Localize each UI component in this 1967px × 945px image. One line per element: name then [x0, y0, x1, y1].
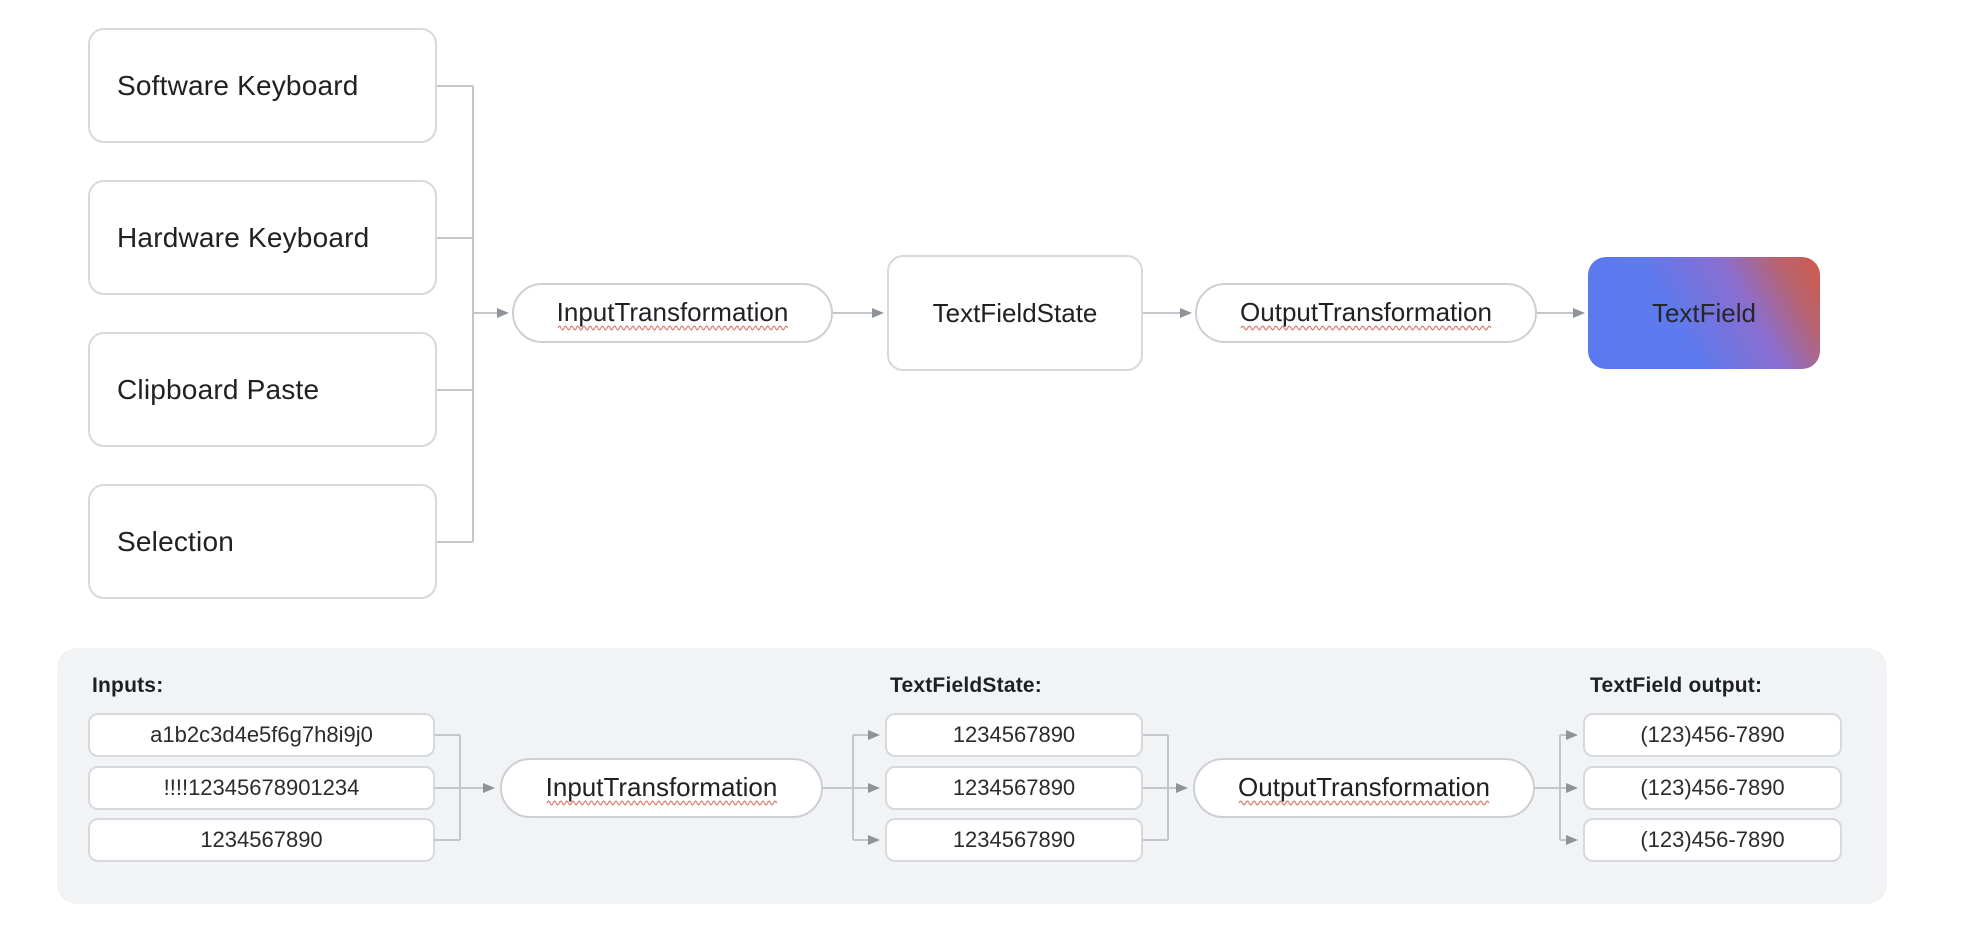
node-label: OutputTransformation — [1238, 772, 1490, 803]
spellcheck-squiggle-icon — [557, 325, 788, 331]
node-clipboard-paste: Clipboard Paste — [88, 332, 437, 447]
cell-text: !!!!12345678901234 — [163, 775, 360, 800]
spellcheck-squiggle-icon — [546, 800, 777, 806]
pill-label: OutputTransformation — [1238, 772, 1490, 806]
node-label: Clipboard Paste — [117, 373, 320, 405]
node-input-transformation: InputTransformation — [512, 283, 833, 343]
cell-text: 1234567890 — [952, 827, 1076, 852]
node-label: OutputTransformation — [1240, 297, 1492, 328]
cell-text: (123)456-7890 — [1640, 827, 1785, 852]
node-text-field-state: TextFieldState — [887, 255, 1143, 371]
cell-text: (123)456-7890 — [1640, 775, 1785, 800]
input-value-3: 1234567890 — [88, 818, 435, 862]
node-label: TextField — [1651, 297, 1757, 328]
pill-label: InputTransformation — [556, 297, 789, 331]
node-label: InputTransformation — [545, 772, 778, 803]
node-input-transformation-example: InputTransformation — [500, 758, 823, 818]
node-software-keyboard: Software Keyboard — [88, 28, 437, 143]
node-selection: Selection — [88, 484, 437, 599]
node-hardware-keyboard: Hardware Keyboard — [88, 180, 437, 295]
node-text-field: TextField — [1588, 257, 1820, 369]
output-value-3: (123)456-7890 — [1583, 818, 1842, 862]
node-output-transformation-example: OutputTransformation — [1193, 758, 1535, 818]
inputs-column-label: Inputs: — [92, 674, 164, 697]
node-label: Hardware Keyboard — [117, 221, 370, 253]
state-column-label: TextFieldState: — [890, 674, 1042, 697]
state-value-2: 1234567890 — [885, 766, 1143, 810]
node-output-transformation: OutputTransformation — [1195, 283, 1537, 343]
spellcheck-squiggle-icon — [1240, 325, 1492, 331]
node-label: TextFieldState — [932, 297, 1098, 328]
input-value-1: a1b2c3d4e5f6g7h8i9j0 — [88, 713, 435, 757]
pill-label: InputTransformation — [545, 772, 778, 806]
cell-text: 1234567890 — [952, 775, 1076, 800]
input-value-2: !!!!12345678901234 — [88, 766, 435, 810]
cell-text: (123)456-7890 — [1640, 722, 1785, 747]
cell-text: 1234567890 — [952, 722, 1076, 747]
state-value-1: 1234567890 — [885, 713, 1143, 757]
spellcheck-squiggle-icon — [1238, 800, 1490, 806]
pill-label: OutputTransformation — [1240, 297, 1492, 331]
node-label: Software Keyboard — [117, 69, 359, 101]
state-value-3: 1234567890 — [885, 818, 1143, 862]
output-value-2: (123)456-7890 — [1583, 766, 1842, 810]
cell-text: 1234567890 — [200, 827, 323, 852]
output-value-1: (123)456-7890 — [1583, 713, 1842, 757]
cell-text: a1b2c3d4e5f6g7h8i9j0 — [150, 722, 373, 747]
output-column-label: TextField output: — [1590, 674, 1763, 697]
node-label: InputTransformation — [556, 297, 789, 328]
node-label: Selection — [117, 525, 234, 557]
